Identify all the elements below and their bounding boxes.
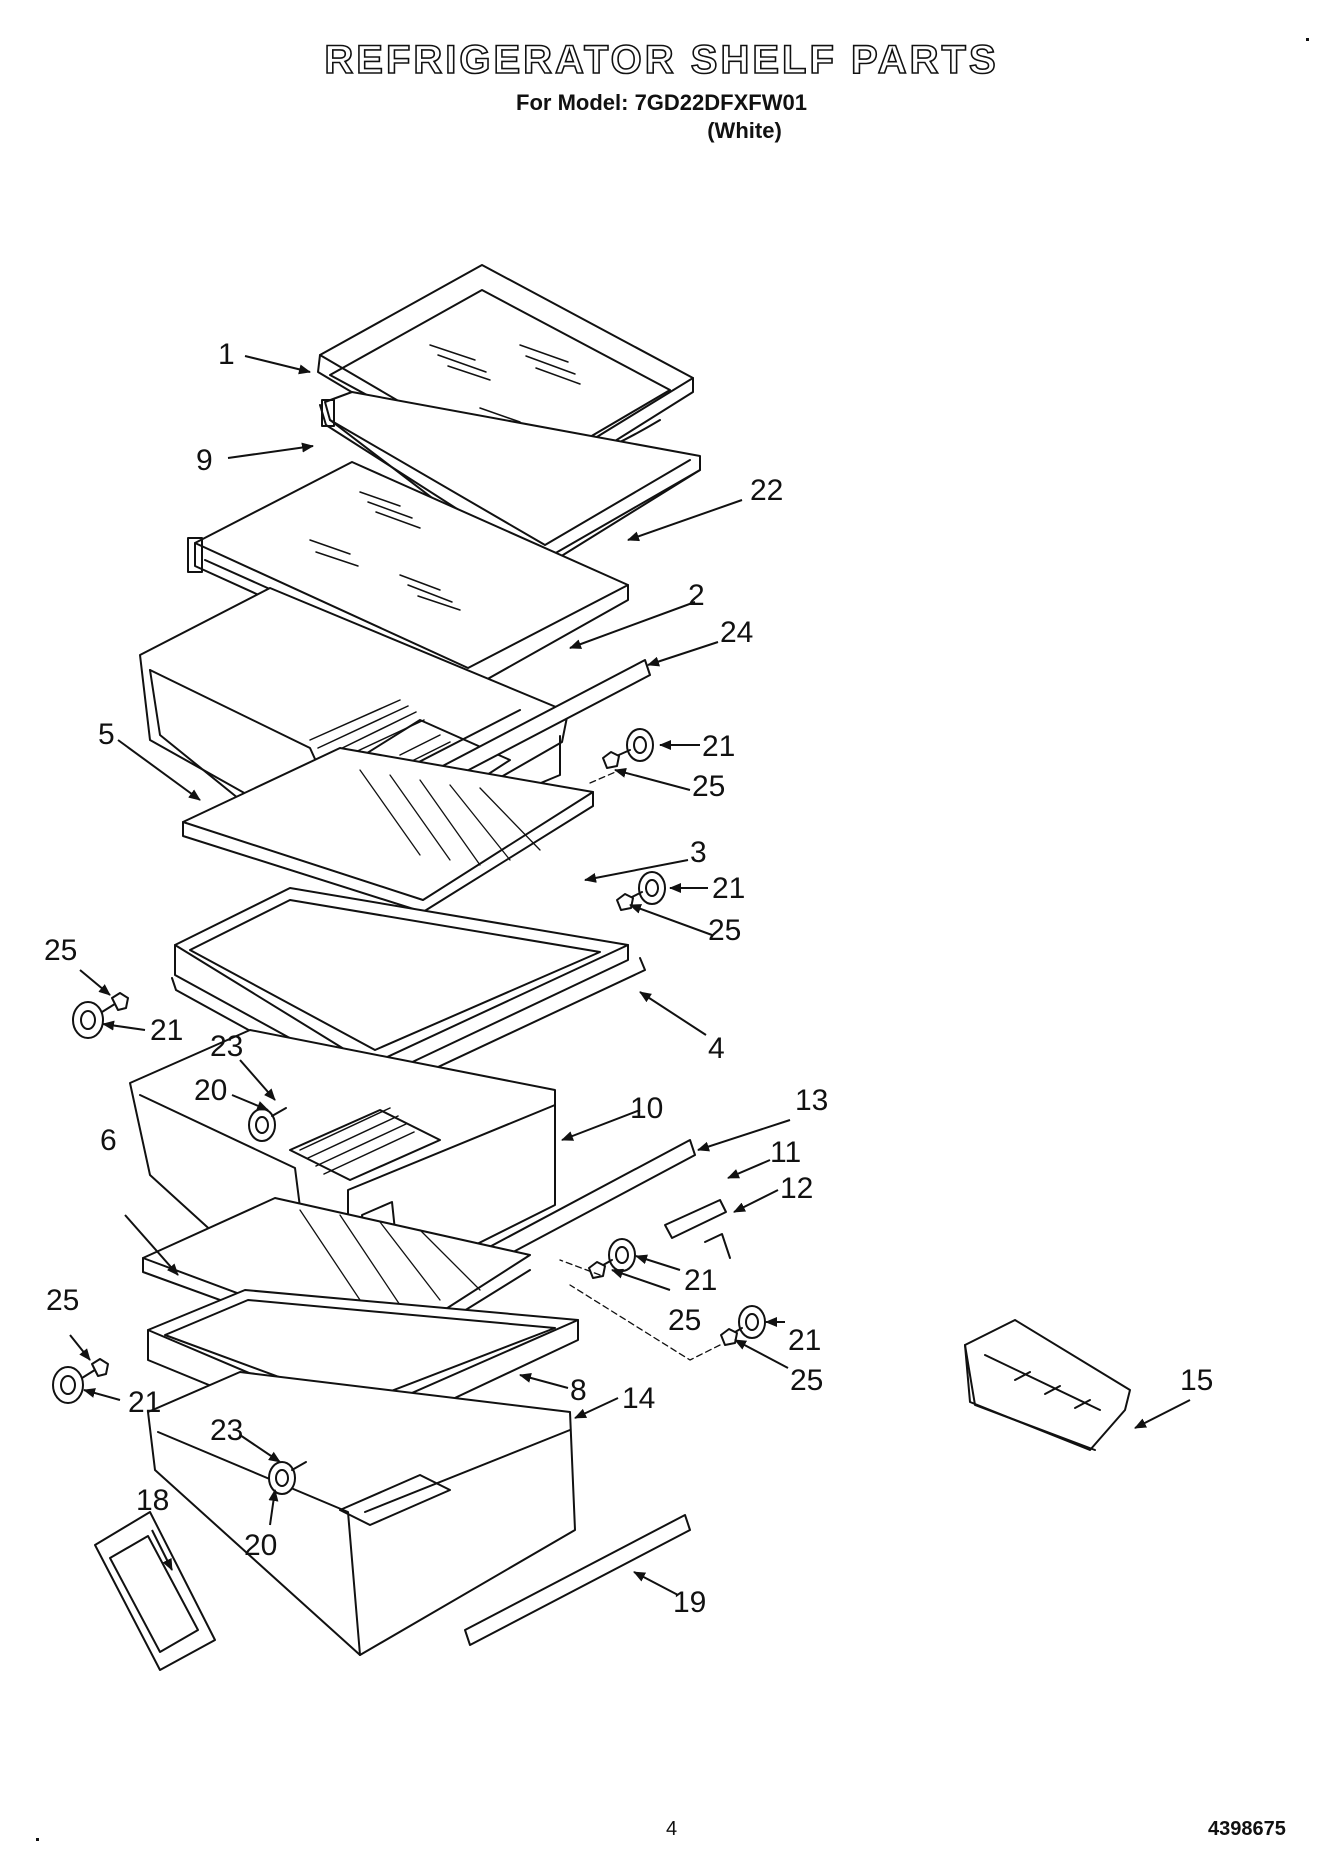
callout-21: 21 (128, 1386, 161, 1419)
callout-22: 22 (750, 474, 783, 507)
callout-25: 25 (44, 934, 77, 967)
callout-10: 10 (630, 1092, 663, 1125)
callout-21: 21 (788, 1324, 821, 1357)
page-number: 4 (666, 1818, 678, 1840)
leader-arrows (69, 355, 1191, 1596)
callout-21: 21 (702, 730, 735, 763)
callout-24: 24 (720, 616, 753, 649)
callout-14: 14 (622, 1382, 655, 1415)
callout-4: 4 (708, 1032, 725, 1065)
callout-1: 1 (218, 338, 235, 371)
corner-mark (36, 1838, 39, 1841)
part-22-sliding-shelf (319, 391, 701, 566)
callout-11: 11 (770, 1136, 801, 1169)
model-number: For Model: 7GD22DFXFW01 (516, 90, 807, 115)
part-14-bottom-drawer (147, 1371, 576, 1656)
part-19-rail (464, 1514, 691, 1646)
document-number: 4398675 (1208, 1818, 1286, 1840)
callout-12: 12 (780, 1172, 813, 1205)
callout-6: 6 (100, 1124, 117, 1157)
callout-5: 5 (98, 718, 115, 751)
callout-25: 25 (692, 770, 725, 803)
part-11-12-clips (664, 1199, 731, 1259)
hardware-glides (52, 728, 766, 1495)
corner-mark (1306, 38, 1309, 41)
callout-20: 20 (244, 1529, 277, 1562)
callout-21: 21 (684, 1264, 717, 1297)
callout-23: 23 (210, 1030, 243, 1063)
callout-25: 25 (790, 1364, 823, 1397)
callout-21: 21 (712, 872, 745, 905)
callout-19: 19 (673, 1586, 706, 1619)
callout-13: 13 (795, 1084, 828, 1117)
part-18-label-holder (94, 1511, 216, 1671)
model-color: (White) (707, 118, 782, 143)
callout-23: 23 (210, 1414, 243, 1447)
callout-18: 18 (136, 1484, 169, 1517)
callout-25: 25 (46, 1284, 79, 1317)
callout-9: 9 (196, 444, 213, 477)
callout-20: 20 (194, 1074, 227, 1107)
callout-8: 8 (570, 1374, 587, 1407)
callout-3: 3 (690, 836, 707, 869)
callout-25: 25 (708, 914, 741, 947)
callout-2: 2 (688, 579, 705, 612)
part-15-door-bin (964, 1319, 1131, 1451)
callout-21: 21 (150, 1014, 183, 1047)
page-title: REFRIGERATOR SHELF PARTS (324, 37, 999, 83)
callout-15: 15 (1180, 1364, 1213, 1397)
callout-25: 25 (668, 1304, 701, 1337)
